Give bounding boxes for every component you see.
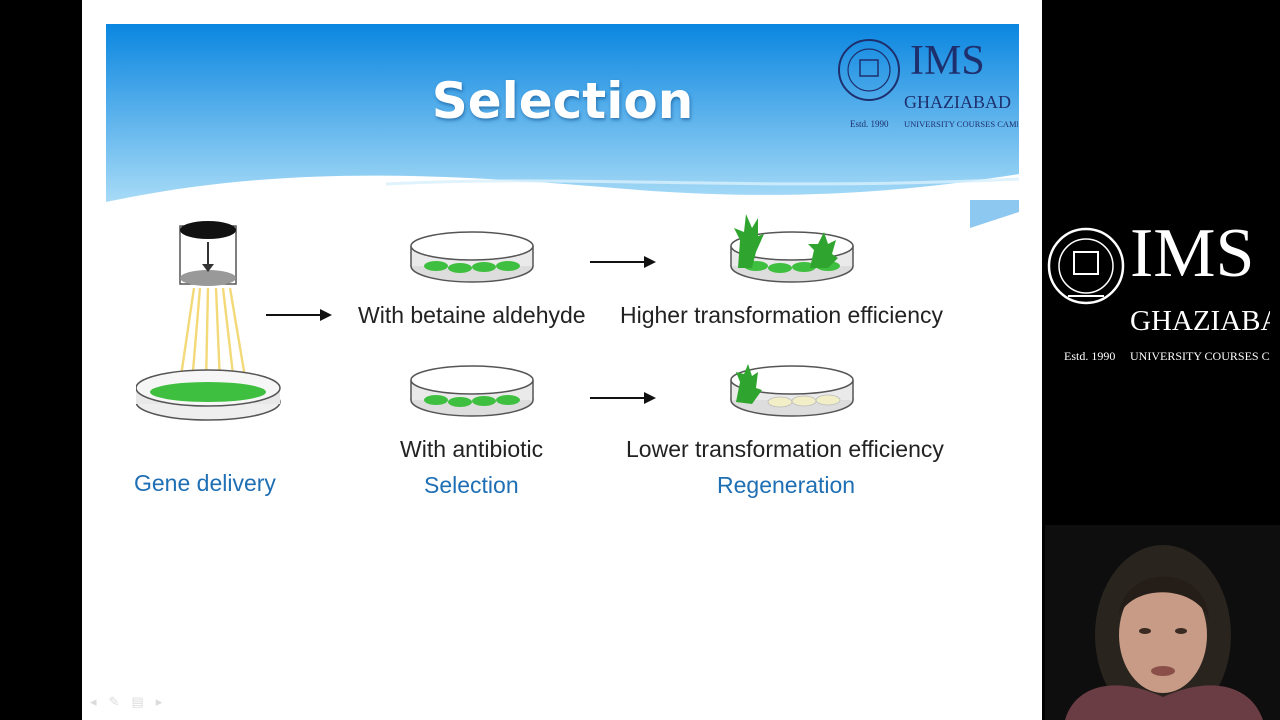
previous-slide-icon[interactable]: ◂ (90, 694, 97, 709)
particle-beams (178, 287, 248, 384)
label-higher-efficiency: Higher transformation efficiency (620, 302, 943, 328)
pen-icon[interactable]: ✎ (108, 694, 120, 709)
petri-dish-shoots-icon (730, 214, 854, 283)
arrow-icon (266, 309, 332, 321)
petri-dish-icon (410, 365, 534, 417)
ims-seal-icon (1047, 227, 1125, 305)
stage-regeneration: Regeneration (717, 472, 856, 498)
ims-seal-icon (838, 39, 900, 101)
logo-established: Estd. 1990 (1064, 349, 1115, 363)
next-slide-icon[interactable]: ▸ (155, 694, 163, 709)
label-lower-efficiency: Lower transformation efficiency (626, 436, 944, 462)
logo-name: IMS (1130, 215, 1254, 292)
gene-gun-icon (179, 221, 237, 286)
logo-city: GHAZIABAD (1130, 305, 1270, 337)
petri-dish-shoots-icon (730, 364, 854, 417)
logo-city: GHAZIABAD (904, 92, 1011, 112)
stage-selection: Selection (424, 472, 519, 498)
slide-title: Selection (431, 72, 694, 130)
title-banner (106, 24, 1019, 204)
petri-dish-icon (410, 231, 534, 283)
presenter-webcam (1045, 525, 1280, 720)
arrow-icon (590, 256, 656, 268)
presenter-video (1045, 525, 1280, 720)
arrow-icon (590, 392, 656, 404)
logo-name: IMS (910, 38, 985, 84)
label-with-antibiotic: With antibiotic (400, 436, 544, 462)
logo-tagline: UNIVERSITY COURSES CAMPUS (904, 119, 1018, 129)
gene-gun-illustration (136, 221, 281, 421)
menu-icon[interactable]: ▤ (131, 694, 144, 709)
label-with-betaine: With betaine aldehyde (358, 302, 586, 328)
ims-logo-small: IMS GHAZIABAD Estd. 1990 UNIVERSITY COUR… (838, 38, 1018, 129)
logo-tagline: UNIVERSITY COURSES CAMPUS (1130, 349, 1270, 363)
petri-dish-icon (136, 369, 281, 421)
logo-established: Estd. 1990 (850, 119, 889, 129)
stage-gene-delivery: Gene delivery (134, 470, 276, 496)
ims-logo-large: IMS GHAZIABAD Estd. 1990 UNIVERSITY COUR… (1047, 215, 1270, 363)
presentation-slide: Selection IMS GHAZIABAD Estd. 1990 UNIVE… (82, 0, 1042, 720)
slideshow-controls: ◂ ✎ ▤ ▸ (90, 694, 162, 710)
